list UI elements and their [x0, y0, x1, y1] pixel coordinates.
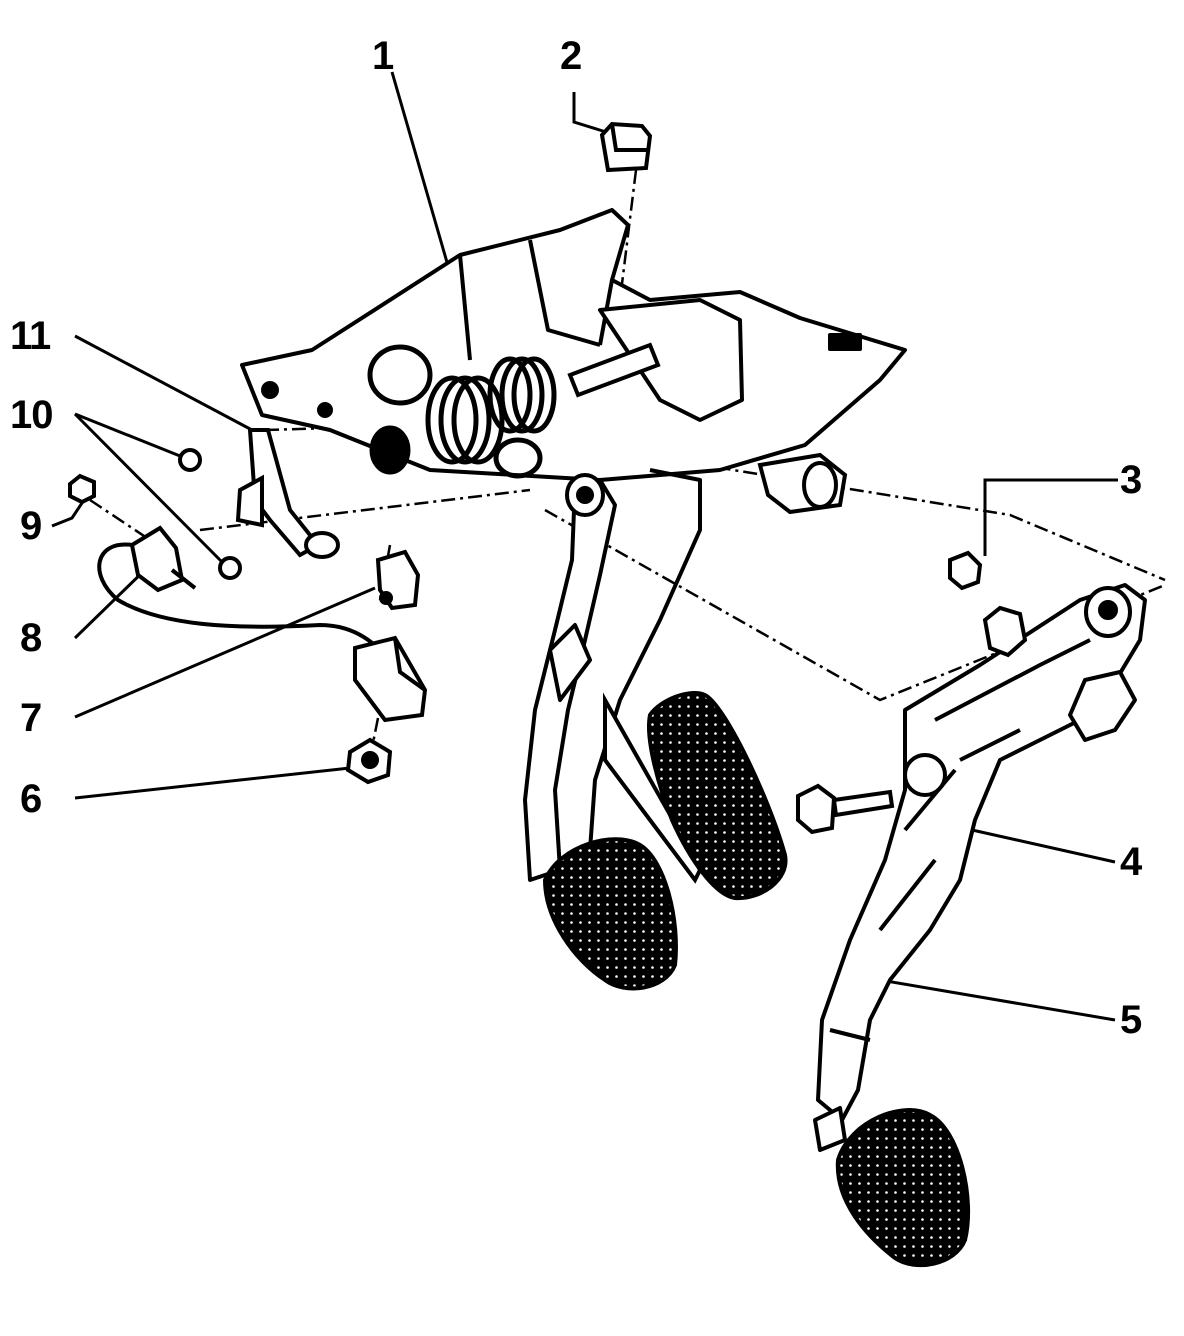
- leader-3: [983, 478, 1118, 556]
- callout-8: 8: [20, 616, 42, 660]
- leader-11: [74, 334, 253, 432]
- callout-11: 11: [10, 314, 51, 358]
- leader-10a: [74, 412, 186, 460]
- callout-4: 4: [1120, 840, 1142, 884]
- leader-5: [879, 978, 1116, 1022]
- callout-6: 6: [20, 777, 42, 821]
- callout-2: 2: [560, 34, 582, 78]
- callout-9: 9: [20, 504, 42, 548]
- leader-10b: [73, 412, 227, 567]
- callout-7: 7: [20, 696, 42, 740]
- springs: [367, 344, 557, 479]
- holder-part-7: [375, 549, 421, 611]
- leader-2: [572, 92, 607, 134]
- brake-pedal: [523, 468, 702, 991]
- callout-5: 5: [1120, 998, 1142, 1042]
- callout-3: 3: [1120, 458, 1142, 502]
- grommet-part-6: [345, 737, 393, 785]
- pivot-shaft: [567, 342, 848, 515]
- leader-lines: [51, 71, 1118, 1022]
- accelerator-pedal: [603, 690, 788, 901]
- callout-1: 1: [372, 34, 394, 78]
- leader-7: [74, 586, 376, 719]
- callout-10: 10: [10, 393, 53, 437]
- bracket-part-1: [240, 208, 907, 482]
- nuts-part-10: [178, 448, 242, 580]
- bracket-part-11: [235, 428, 340, 559]
- connector: [353, 635, 428, 723]
- clutch-pedal-part-5: [813, 583, 1147, 1268]
- leader-1: [390, 71, 457, 291]
- bolt-part-4: [796, 783, 895, 835]
- clip-part-2: [599, 121, 653, 173]
- switch-part-8: [97, 525, 382, 652]
- bushing-part-3: [948, 550, 1028, 658]
- leader-6: [74, 766, 351, 800]
- nut-part-9: [68, 473, 96, 505]
